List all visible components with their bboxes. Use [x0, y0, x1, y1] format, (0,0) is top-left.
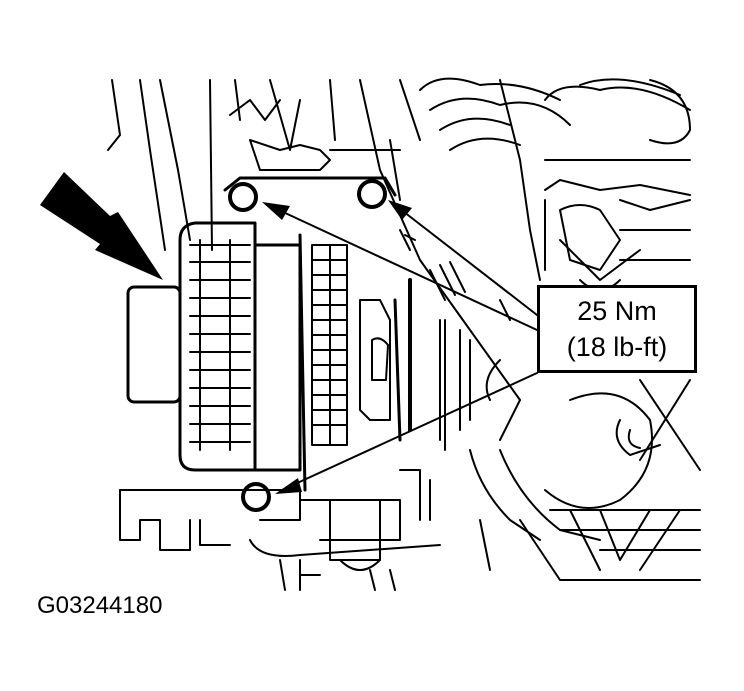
leader-arrowheads [262, 200, 412, 494]
leader-line-upper-right [394, 204, 538, 316]
engine-background-lines [107, 77, 701, 591]
alternator [126, 221, 412, 492]
bracket-top [223, 176, 397, 197]
bolt-lower [241, 482, 271, 512]
figure-caption: G03244180 [37, 592, 163, 619]
leader-line-upper-left [267, 204, 538, 331]
leader-lines [267, 204, 538, 491]
arrowhead-upper-right-icon [388, 200, 412, 220]
torque-metric-label: 25 Nm [577, 296, 657, 326]
bolt-upper-right [357, 179, 387, 209]
arrowhead-upper-left-icon [262, 202, 290, 220]
bolts [228, 179, 387, 512]
torque-callout-box: 25 Nm (18 lb-ft) [537, 285, 697, 373]
bolt-upper-left [228, 182, 258, 212]
large-pointer-arrow-icon [40, 172, 163, 280]
leader-line-lower [281, 372, 538, 491]
arrowhead-lower-icon [275, 478, 302, 494]
torque-imperial-label: (18 lb-ft) [566, 332, 668, 362]
